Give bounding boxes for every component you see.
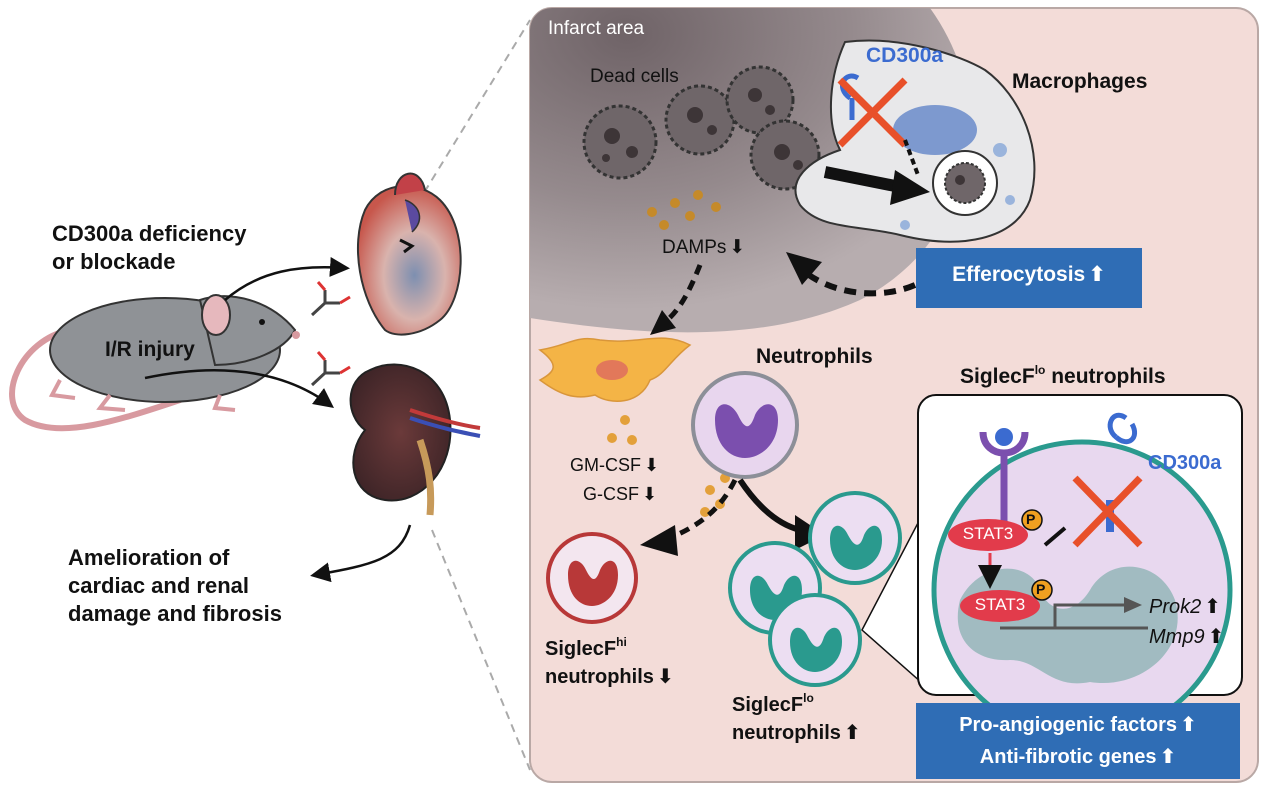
siglecf-hi-neutrophil [546,532,638,624]
antibody-icon [310,351,351,387]
siglecf-receptor-icon [979,428,1029,528]
injury-label: I/R injury [105,338,195,361]
macrophage [794,39,1036,243]
damp-particles [647,190,721,230]
down-arrow-icon: ⬇ [644,455,660,475]
cd300a-label-top: CD300a [866,44,944,67]
stat3-ellipse [960,590,1040,622]
dead-cell [582,104,658,180]
efferocytosis-arrow [797,265,917,297]
gmcsf-label: GM-CSF⬇ [570,455,660,475]
antibody-icon [310,281,351,317]
heart-illustration [356,172,462,336]
efferocytosis-label: Efferocytosis⬆ [952,263,1106,286]
outcome-box-text: Pro-angiogenic factors⬆ Anti-fibrotic ge… [916,709,1240,773]
macrophages-label: Macrophages [1012,70,1148,93]
prok2-label: Prok2⬆ [1149,596,1222,618]
stat3-label-bottom: STAT3 [974,595,1026,614]
siglecf-lo-label: SiglecFlo neutrophils⬆ [732,691,861,744]
siglecf-hi-label: SiglecFhi neutrophils⬇ [545,635,674,688]
efferocytosis-box [916,248,1142,308]
up-arrow-icon: ⬆ [1159,746,1177,768]
phospho-circle [1031,579,1053,601]
arrow-to-outcome [310,524,412,583]
arrow-to-siglecf-hi [669,478,738,541]
down-arrow-icon: ⬇ [656,666,674,688]
zoom-line-bottom [431,529,531,771]
cd300a-receptor-icon [1043,412,1143,548]
phospho-label: P [1026,511,1036,527]
arrow-to-siglecf-lo [737,478,801,533]
stat3-ellipse [948,519,1028,551]
outcome-box [916,703,1240,779]
cd300a-label-inset: CD300a [1148,452,1222,474]
dead-cell [664,84,736,156]
neutrophils-label: Neutrophils [756,345,873,368]
siglecf-lo-neutrophil [768,593,862,687]
treatment-label: CD300a deficiency or blockade [52,221,247,274]
neutrophil [691,371,799,479]
up-arrow-icon: ⬆ [1207,626,1225,648]
cytokine-producing-cell [538,337,692,402]
up-arrow-icon: ⬆ [1088,263,1106,286]
arrow-to-kidney [144,369,335,408]
phospho-label: P [1036,581,1046,597]
damps-to-dc-arrow [663,264,703,324]
up-arrow-icon: ⬆ [843,722,861,744]
infarct-area-label: Infarct area [548,18,645,39]
down-arrow-icon: ⬇ [642,484,658,504]
mmp9-label: Mmp9⬆ [1149,626,1225,648]
siglecf-lo-neutrophil [808,491,902,585]
down-arrow-icon: ⬇ [729,237,746,258]
dead-cells-label: Dead cells [590,66,679,87]
gcsf-label: G-CSF⬇ [583,484,658,504]
stat3-label-top: STAT3 [962,524,1014,543]
arrow-to-heart [224,257,350,301]
up-arrow-icon: ⬆ [1180,714,1197,736]
up-arrow-icon: ⬆ [1204,596,1222,618]
outcome-label: Amelioration of cardiac and renal damage… [68,545,282,626]
inset-title: SiglecFlo neutrophils [960,363,1166,388]
transcription-arrow [1000,603,1148,630]
phagocytosis-arrow [823,166,907,194]
phospho-circle [1021,509,1043,531]
damps-label: DAMPs⬇ [662,237,746,258]
kidney-illustration [349,363,481,516]
